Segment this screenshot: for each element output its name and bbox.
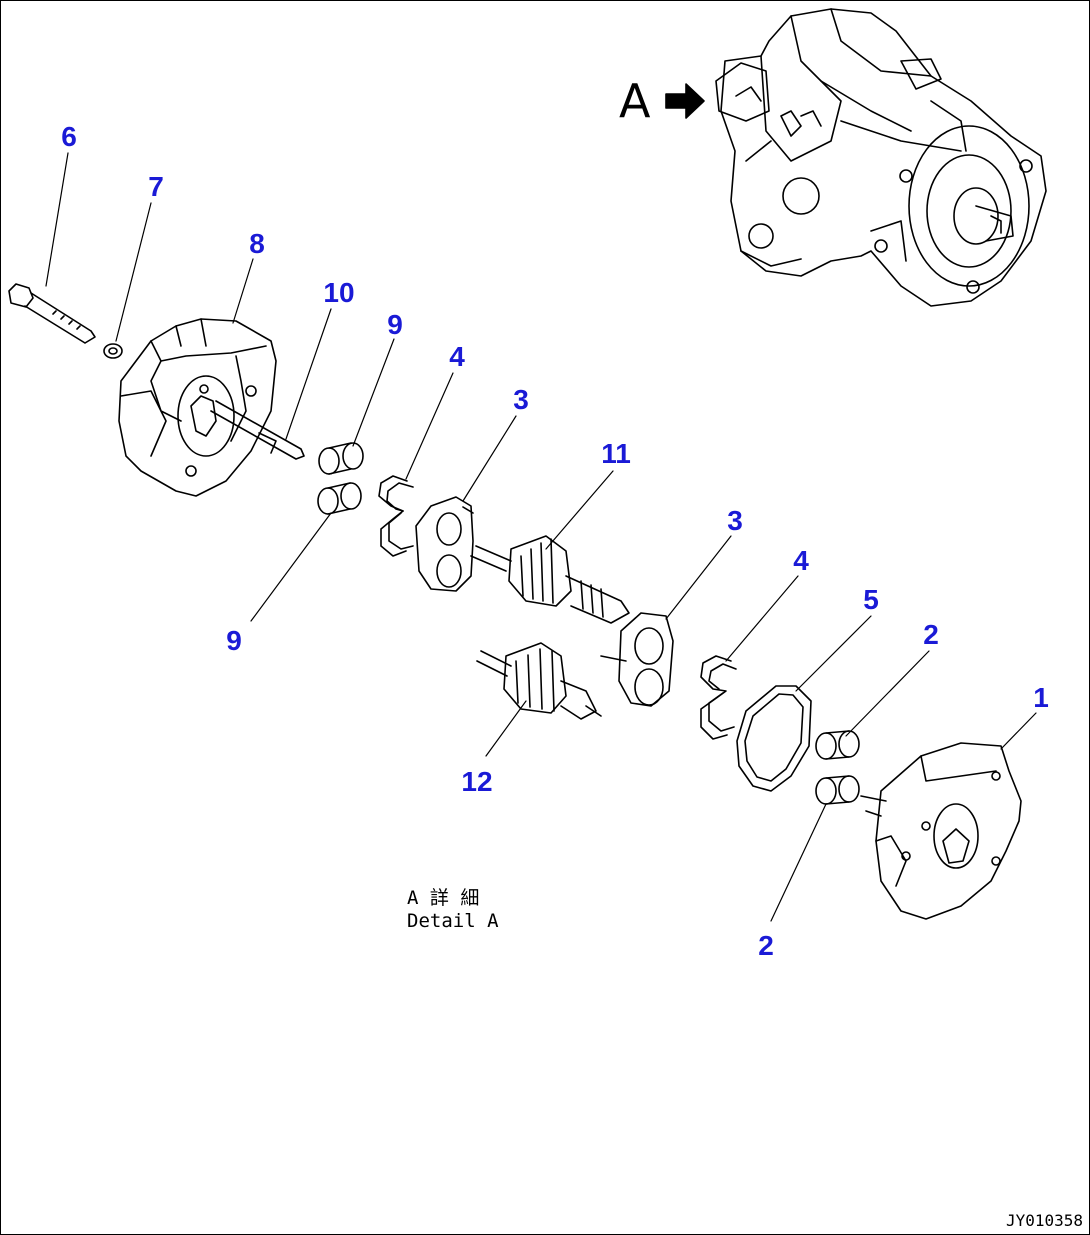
part-6-bolt <box>8 283 96 344</box>
part-1-cover <box>860 742 1022 920</box>
detail-caption: A 詳 細 Detail A <box>407 887 499 933</box>
callout-4-upper: 4 <box>449 341 465 372</box>
part-12-driven-gear <box>476 642 602 720</box>
callout-5: 5 <box>863 584 879 615</box>
callout-12: 12 <box>461 766 493 797</box>
part-10-pin <box>210 400 305 460</box>
callout-9-upper: 9 <box>387 309 403 340</box>
callout-6: 6 <box>61 121 77 152</box>
leader-lines <box>45 152 1037 922</box>
document-code: JY010358 <box>1005 1211 1083 1230</box>
part-2-bushings <box>815 730 860 805</box>
part-5-gasket <box>736 685 812 792</box>
view-arrow <box>665 83 705 119</box>
callout-7: 7 <box>148 171 164 202</box>
part-3-plate-upper <box>415 496 474 592</box>
part-9-bushings <box>317 442 364 515</box>
callout-8: 8 <box>249 228 265 259</box>
view-a-label: A <box>619 74 651 128</box>
pump-overview <box>715 8 1047 307</box>
part-3-plate-lower <box>600 612 674 707</box>
callout-11: 11 <box>601 438 631 469</box>
part-4-seal-upper <box>378 475 414 557</box>
detail-caption-english: Detail A <box>407 909 499 932</box>
part-4-seal-lower <box>700 655 737 740</box>
callout-3-upper: 3 <box>513 384 529 415</box>
part-7-washer <box>103 343 123 359</box>
callout-3-lower: 3 <box>727 505 743 536</box>
callout-2-upper: 2 <box>923 619 939 650</box>
detail-caption-japanese: A 詳 細 <box>407 887 480 909</box>
callout-2-lower: 2 <box>758 930 774 961</box>
part-11-drive-gear <box>470 535 630 624</box>
callout-9-lower: 9 <box>226 625 242 656</box>
part-8-gear-case <box>118 318 277 497</box>
callout-1: 1 <box>1033 682 1049 713</box>
callout-4-lower: 4 <box>793 545 809 576</box>
callout-10: 10 <box>323 277 355 308</box>
